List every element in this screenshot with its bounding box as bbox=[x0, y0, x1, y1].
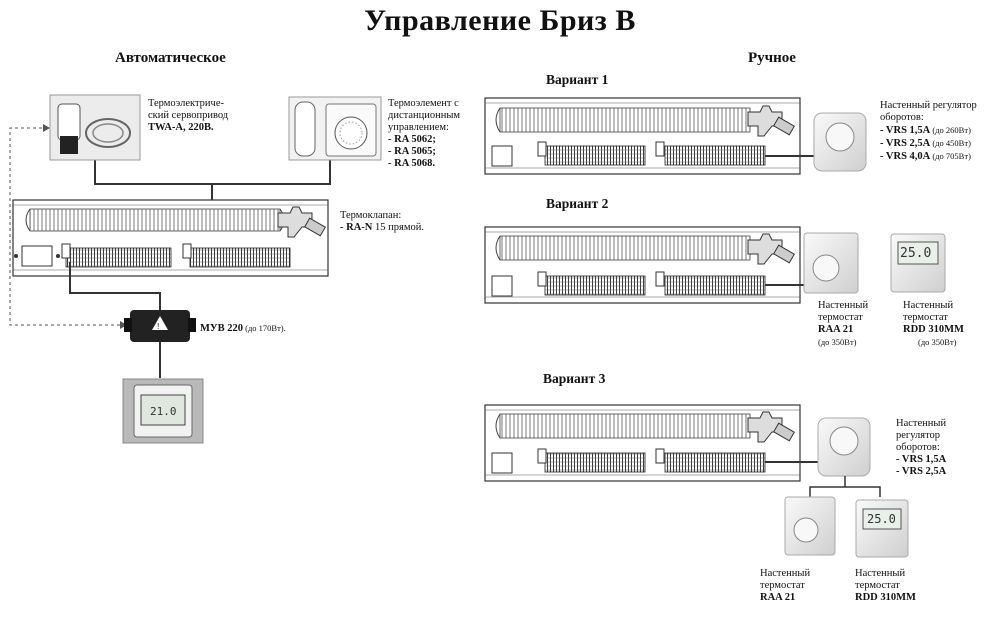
auto-dashed-link bbox=[9, 127, 125, 326]
v1-regulator-label: Настенный регулятор оборотов: - VRS 1,5A… bbox=[880, 100, 977, 162]
thermostat-photo: 21.0 bbox=[122, 378, 204, 444]
v2-valve-icon bbox=[747, 233, 795, 265]
v2-raa-label: Настенный термостат RAA 21 (до 350Вт) bbox=[818, 300, 869, 347]
thermoelement-label: Термоэлемент с дистанционным управлением… bbox=[388, 98, 461, 169]
servo-photo bbox=[49, 94, 141, 161]
v2-rdd-photo bbox=[890, 233, 946, 293]
auto-wires bbox=[69, 160, 331, 378]
v2-convector bbox=[484, 226, 801, 304]
auto-valve-icon bbox=[277, 206, 326, 238]
v3-rdd-photo bbox=[855, 499, 909, 558]
v1-regulator-photo bbox=[813, 112, 867, 172]
v2-raa-photo bbox=[803, 232, 859, 294]
auto-convector bbox=[12, 199, 329, 277]
variant-2-heading: Вариант 2 bbox=[546, 196, 609, 211]
v3-rdd-label: Настенный термостат RDD 310MM bbox=[855, 568, 916, 603]
v3-rdd-display: 25.0 bbox=[867, 512, 896, 526]
auto-heading: Автоматическое bbox=[115, 50, 226, 66]
v2-rdd-display: 25.0 bbox=[900, 246, 932, 261]
servo-label: Термоэлектриче- ский сервопривод TWA-A, … bbox=[148, 98, 229, 133]
v3-valve-icon bbox=[747, 411, 795, 443]
v3-regulator-label: Настенный регулятор оборотов: - VRS 1,5A… bbox=[896, 418, 947, 477]
thermoelement-photo bbox=[288, 96, 382, 161]
v2-rdd-label: Настенный термостат RDD 310MM (до 350Вт) bbox=[903, 300, 964, 347]
muv-label: МУВ 220 (до 170Вт). bbox=[200, 323, 286, 334]
manual-heading: Ручное bbox=[748, 50, 796, 66]
v3-regulator-photo bbox=[817, 417, 871, 477]
variant-1-heading: Вариант 1 bbox=[546, 72, 609, 87]
valve-label: Термоклапан: - RA-N 15 прямой. bbox=[340, 210, 424, 233]
v1-valve-icon bbox=[747, 105, 795, 137]
v1-convector bbox=[484, 97, 801, 175]
v3-raa-label: Настенный термостат RAA 21 bbox=[760, 568, 811, 603]
v3-raa-photo bbox=[784, 496, 836, 556]
svg-text:!: ! bbox=[157, 322, 159, 331]
page-title: Управление Бриз В bbox=[364, 4, 636, 37]
muv-photo: ! bbox=[124, 310, 196, 342]
variant-3-heading: Вариант 3 bbox=[543, 371, 606, 386]
svg-text:21.0: 21.0 bbox=[150, 405, 177, 418]
v3-convector bbox=[484, 404, 801, 482]
